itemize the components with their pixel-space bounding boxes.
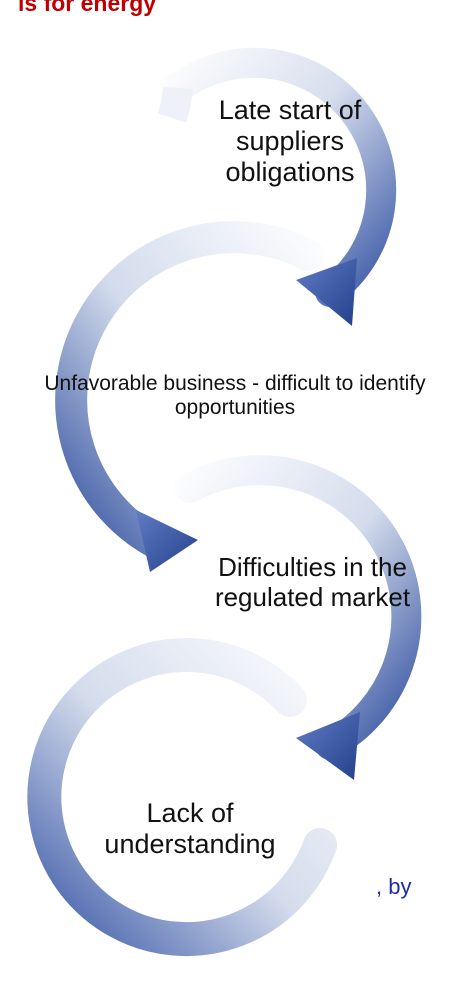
arrow-ring-4	[27, 638, 337, 957]
slide-title: is for energy	[18, 0, 157, 16]
footer-text-fragment: , by	[376, 874, 412, 899]
step-label-2: Unfavorable business - difficult to iden…	[44, 372, 426, 420]
arrow-ring-2	[55, 221, 324, 572]
step-label-3: Difficulties in the regulated market	[214, 552, 411, 612]
arrow-ring-1	[157, 47, 397, 326]
step-label-4: Lack of understanding	[104, 798, 276, 860]
arrow-ring-3	[175, 455, 422, 780]
step-label-1: Late start of suppliers obligations	[218, 95, 362, 188]
